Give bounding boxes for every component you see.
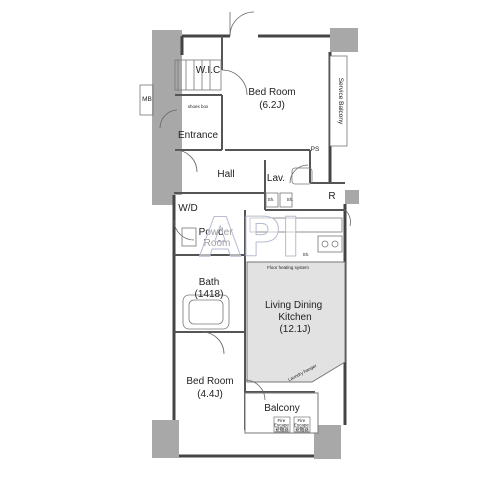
ldk-size-label: (12.1J) (279, 324, 310, 335)
shelf-label-2: Sh. (287, 197, 294, 202)
hall-label: Hall (217, 169, 234, 180)
powder-room-line-1: Powder (199, 227, 234, 238)
fire-escape-1-line-2: Escape (274, 423, 290, 428)
fire-escape-1-label: Fire Escape 避難器 (274, 418, 290, 433)
interior-walls (174, 36, 345, 430)
ldk-label: Living Dining Kitchen (265, 300, 325, 323)
fixtures (139, 55, 348, 330)
doors (159, 11, 351, 401)
entrance-label: Entrance (178, 130, 218, 141)
fire-escape-2-line-1: Fire (297, 418, 305, 423)
balcony-label: Balcony (264, 403, 300, 414)
fire-escape-2-line-2: Escape (294, 423, 310, 428)
bedroom2-label: Bed Room (186, 376, 233, 387)
room-labels: W.I.C Bed Room (6.2J) MB shoes box Entra… (142, 65, 344, 414)
powder-room-line-2: Room (204, 238, 231, 249)
bedroom1-label: Bed Room (248, 87, 295, 98)
bath-label: Bath (199, 277, 220, 288)
ldk-line-1: Living Dining (265, 300, 322, 311)
ldk-line-2: Kitchen (278, 312, 311, 323)
bedroom1-size-label: (6.2J) (259, 100, 285, 111)
floor-heating-label: Floor heating system (267, 265, 309, 270)
fire-escape-hatches: Fire Escape 避難器 Fire Escape 避難器 (273, 416, 311, 433)
lav-label: Lav. (267, 173, 285, 184)
service-balcony-label: Service Balcony (337, 78, 344, 125)
structural-walls (152, 28, 359, 459)
shelf-label-3: Sh. (303, 252, 310, 257)
bedroom2-size-label: (4.4J) (197, 389, 223, 400)
r-label: R (328, 191, 335, 202)
shelf-label-1: Sh. (268, 197, 275, 202)
wd-label: W/D (178, 203, 197, 214)
ldk-floor (246, 261, 346, 383)
fire-escape-1-line-3: 避難器 (275, 426, 289, 433)
fire-escape-1-line-1: Fire (277, 418, 285, 423)
bath-size-label: (1418) (195, 289, 224, 300)
ps-label: PS (311, 146, 320, 153)
powder-room-label: Powder Room (199, 227, 236, 249)
watermark-logo: API (199, 206, 300, 269)
shoes-box-label: shoes box (188, 104, 209, 109)
fire-escape-2-label: Fire Escape 避難器 (294, 418, 310, 433)
mb-label: MB (142, 96, 152, 103)
wic-label: W.I.C (196, 65, 220, 76)
fire-escape-2-line-3: 避難器 (295, 426, 309, 433)
